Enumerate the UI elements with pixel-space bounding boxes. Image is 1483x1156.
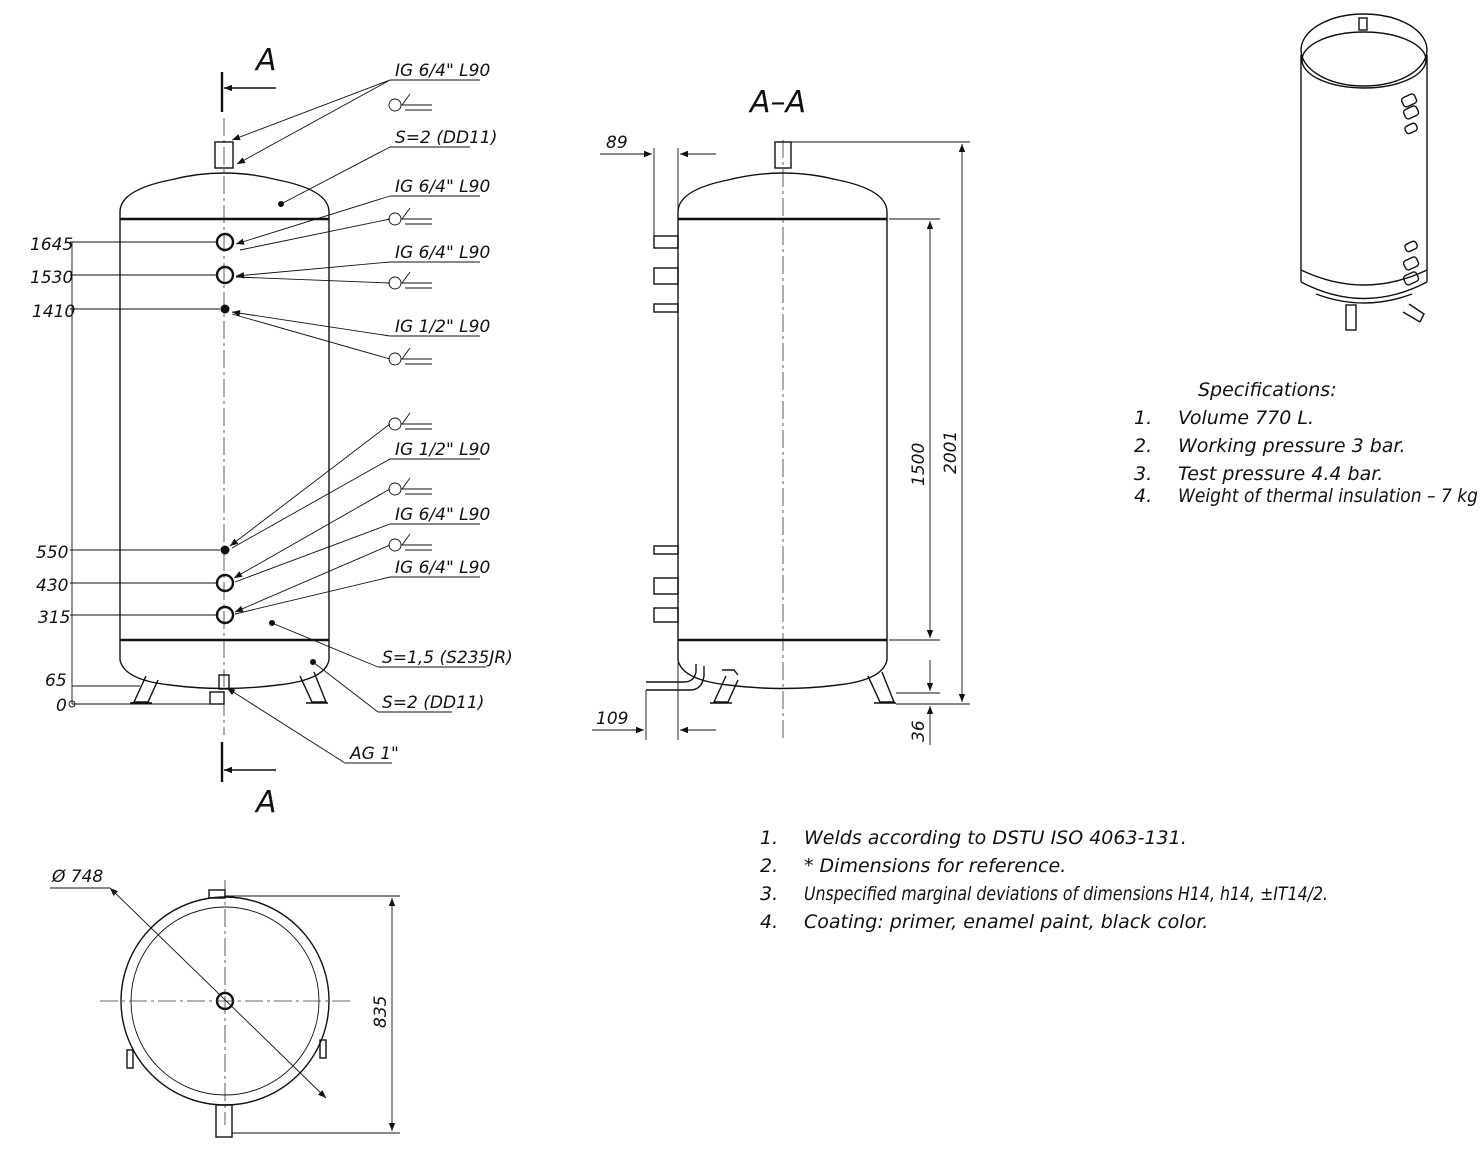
callout-s15-shell: S=1,5 (S235JR) — [382, 648, 513, 668]
callout-ig12-1410: IG 1/2" L90 — [395, 317, 490, 337]
elevation-550: 550 — [36, 543, 68, 563]
section-view: A–A — [592, 85, 970, 745]
front-nozzles — [215, 201, 316, 665]
callout-ig64-1645: IG 6/4" L90 — [395, 177, 490, 197]
section-tank-body — [646, 141, 896, 704]
isometric-view — [1300, 13, 1428, 331]
callout-ag1: AG 1" — [349, 744, 399, 764]
note-num-4: 4. — [760, 911, 778, 933]
note-num-2: 2. — [760, 855, 778, 877]
spec-num-3: 3. — [1134, 463, 1152, 485]
spec-num-1: 1. — [1134, 407, 1152, 429]
spec-text-2: Working pressure 3 bar. — [1178, 435, 1406, 457]
nozzle-1410 — [220, 304, 230, 314]
elevation-1645: 1645 — [30, 235, 73, 255]
callout-ig64-430: IG 6/4" L90 — [395, 505, 490, 525]
callout-ig64-315: IG 6/4" L90 — [395, 558, 490, 578]
dim-109: 109 — [596, 709, 628, 729]
top-view: Ø 748 835 — [50, 867, 400, 1138]
section-letter-bottom: A — [254, 785, 277, 820]
nozzle-1530 — [215, 265, 235, 285]
dim-89: 89 — [606, 133, 628, 153]
callout-ig64-top: IG 6/4" L90 — [395, 61, 490, 81]
elevation-1530: 1530 — [30, 268, 73, 288]
nozzle-315 — [215, 605, 235, 625]
dim-2001: 2001 — [941, 431, 961, 474]
dim-36: 36 — [909, 720, 929, 742]
nozzle-1645 — [215, 232, 235, 252]
section-dimensions: 89 109 1500 2001 36 — [592, 133, 970, 745]
elevation-430: 430 — [36, 576, 68, 596]
spec-text-4: Weight of thermal insulation – 7 kg — [1178, 485, 1478, 507]
section-title: A–A — [748, 85, 806, 120]
section-marker-top: A — [220, 43, 277, 112]
callout-leaders — [72, 79, 486, 764]
callout-ig12-550: IG 1/2" L90 — [395, 440, 490, 460]
dim-835: 835 — [371, 996, 391, 1028]
nozzle-430 — [215, 573, 235, 593]
note-text-4: Coating: primer, enamel paint, black col… — [804, 911, 1208, 933]
elevation-315: 315 — [38, 608, 70, 628]
front-view: A A — [30, 43, 513, 820]
note-num-1: 1. — [760, 827, 778, 849]
elevation-65: 65 — [45, 671, 67, 691]
callout-ig64-1530: IG 6/4" L90 — [395, 243, 490, 263]
callout-s2-bottom: S=2 (DD11) — [382, 693, 484, 713]
note-text-2: * Dimensions for reference. — [804, 855, 1066, 877]
callout-labels: IG 6/4" L90 S=2 (DD11) IG 6/4" L90 IG 6/… — [349, 61, 513, 764]
specifications-title: Specifications: — [1198, 379, 1337, 401]
note-text-1: Welds according to DSTU ISO 4063-131. — [804, 827, 1187, 849]
elevation-dimensions: 1645 1530 1410 550 430 315 65 0 — [30, 235, 220, 716]
section-letter-top: A — [254, 43, 277, 78]
front-tank-body — [119, 141, 330, 705]
callout-s2-top: S=2 (DD11) — [395, 128, 497, 148]
spec-text-1: Volume 770 L. — [1178, 407, 1314, 429]
spec-num-2: 2. — [1134, 435, 1152, 457]
spec-text-3: Test pressure 4.4 bar. — [1178, 463, 1383, 485]
nozzle-550 — [220, 545, 230, 555]
note-num-3: 3. — [760, 883, 778, 905]
notes-block: 1. Welds according to DSTU ISO 4063-131.… — [760, 827, 1328, 933]
elevation-0: 0 — [56, 696, 67, 716]
note-text-3: Unspecified marginal deviations of dimen… — [804, 883, 1328, 905]
dim-diameter: Ø 748 — [51, 867, 103, 887]
section-marker-bottom: A — [220, 742, 277, 820]
specifications-block: Specifications: 1. Volume 770 L. 2. Work… — [1134, 379, 1478, 507]
spec-num-4: 4. — [1134, 485, 1152, 507]
dim-1500: 1500 — [909, 443, 929, 486]
elevation-1410: 1410 — [32, 302, 75, 322]
